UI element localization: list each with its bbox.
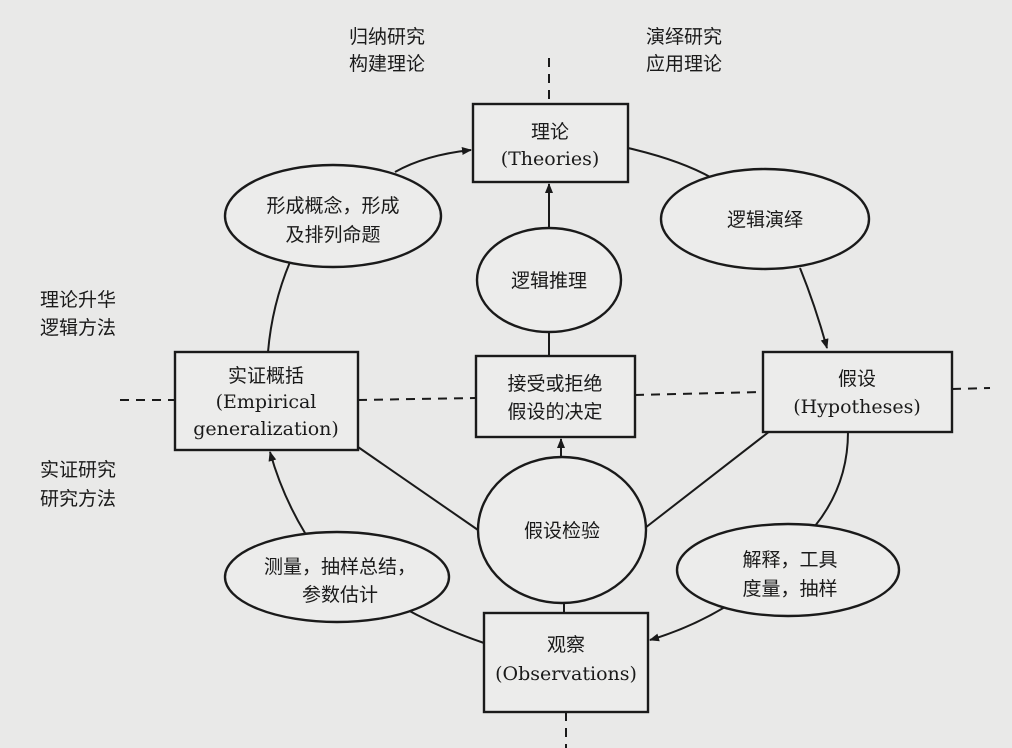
theories-box: 理论 (Theories) (471, 102, 630, 184)
line-hypotheses-instrumentation (814, 431, 849, 527)
concepts-label: 形成概念，形成 (266, 194, 399, 217)
empirical-method-label: 实证研究 (40, 459, 116, 481)
testing-ellipse: 假设检验 (476, 455, 648, 605)
inference-label: 逻辑推理 (511, 270, 587, 292)
inductive-label-2: 构建理论 (349, 53, 425, 75)
measurement-ellipse: 测量，抽样总结， 参数估计 (223, 530, 451, 624)
instrumentation-label-2: 度量，抽样 (742, 578, 837, 600)
line-hypotheses-testing (644, 430, 771, 529)
empirical-method-label-2: 研究方法 (40, 488, 116, 510)
deduction-ellipse: 逻辑演绎 (659, 167, 871, 271)
horizontal-divider (634, 391, 764, 396)
hypotheses-label-en: (Hypotheses) (793, 396, 921, 418)
measurement-label: 测量，抽样总结， (264, 556, 416, 578)
testing-label: 假设检验 (524, 520, 600, 542)
deductive-label-2: 应用理论 (646, 53, 722, 75)
deductive-label: 演绎研究 (646, 26, 722, 48)
observations-label: 观察 (547, 634, 585, 656)
decision-box: 接受或拒绝 假设的决定 (474, 354, 637, 439)
instrumentation-label: 解释，工具 (742, 549, 837, 571)
empirical-label-en-2: generalization) (193, 418, 339, 440)
concepts-ellipse: 形成概念，形成 及排列命题 (223, 163, 443, 269)
horizontal-divider (951, 387, 991, 390)
observations-label-en: (Observations) (495, 663, 637, 685)
decision-label: 接受或拒绝 (507, 373, 602, 395)
arrow-to-theories (394, 146, 472, 173)
arrow-to-hypotheses (799, 267, 829, 349)
observations-box: 观察 (Observations) (482, 611, 650, 714)
concepts-label-2: 及排列命题 (285, 224, 380, 246)
line-empirical-testing (357, 446, 479, 531)
theory-method-label-2: 逻辑方法 (40, 317, 116, 339)
line-theories-deduction (627, 147, 713, 179)
arrow-to-observations (649, 606, 726, 642)
theories-label: 理论 (531, 121, 569, 143)
empirical-label: 实证概括 (228, 365, 304, 387)
theory-method-label: 理论升华 (40, 289, 116, 311)
inductive-label: 归纳研究 (349, 26, 425, 48)
line-observations-measurement (401, 606, 485, 644)
horizontal-divider (357, 397, 476, 401)
hypotheses-label: 假设 (838, 368, 876, 390)
deduction-label: 逻辑演绎 (727, 209, 803, 231)
empirical-label-en: (Empirical (216, 391, 317, 413)
hypotheses-box: 假设 (Hypotheses) (761, 350, 954, 434)
arrow-to-empirical (268, 451, 306, 534)
measurement-label-2: 参数估计 (302, 584, 378, 606)
inference-ellipse: 逻辑推理 (475, 226, 623, 334)
instrumentation-ellipse: 解释，工具 度量，抽样 (675, 522, 901, 618)
line-concepts-empirical (267, 261, 291, 353)
empirical-generalization-box: 实证概括 (Empirical generalization) (173, 350, 360, 452)
theories-label-en: (Theories) (501, 148, 600, 170)
decision-label-2: 假设的决定 (507, 401, 602, 423)
